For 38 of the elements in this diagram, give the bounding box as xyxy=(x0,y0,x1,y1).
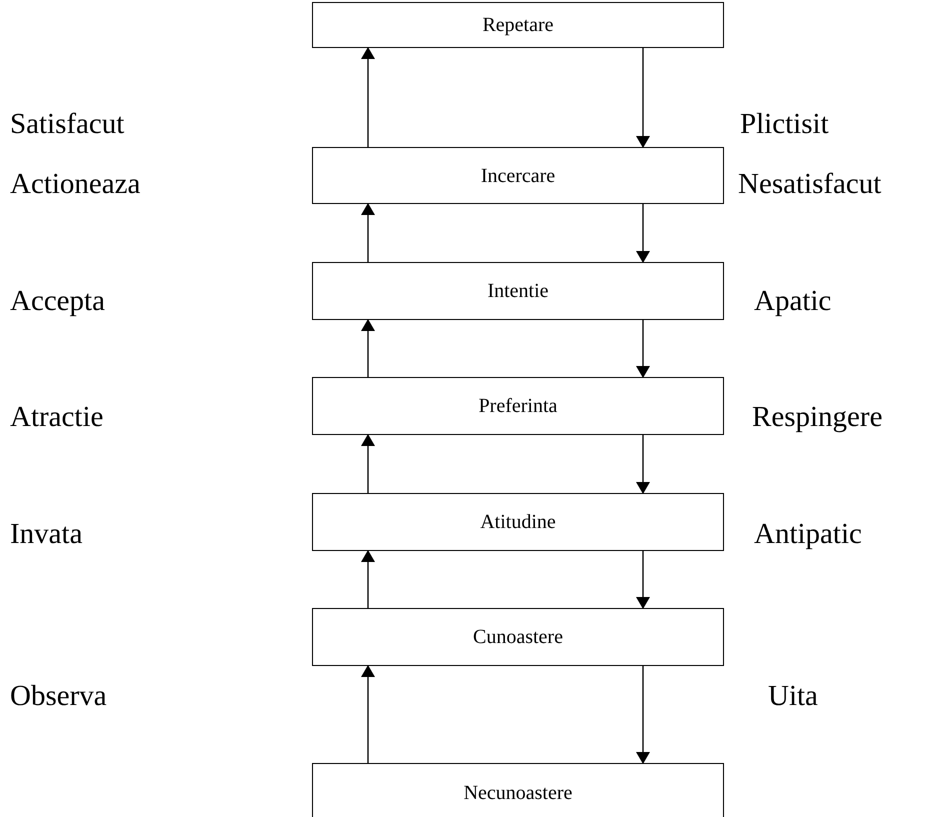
state-label: Uita xyxy=(768,682,818,711)
stage-label: Repetare xyxy=(482,13,554,38)
state-label: Plictisit xyxy=(740,110,829,139)
arrow xyxy=(361,203,375,262)
stage-label: Necunoastere xyxy=(464,781,572,806)
arrow xyxy=(361,319,375,377)
arrow xyxy=(636,48,650,148)
stage-label: Atitudine xyxy=(480,510,556,535)
state-label: Nesatisfacut xyxy=(738,170,882,199)
stage-box xyxy=(312,608,724,666)
state-label: Invata xyxy=(10,520,82,549)
stage-box xyxy=(312,493,724,551)
arrow xyxy=(636,551,650,609)
state-label: Apatic xyxy=(754,287,832,316)
arrow xyxy=(636,320,650,378)
state-label: Antipatic xyxy=(754,520,862,549)
state-label: Atractie xyxy=(10,403,104,432)
arrow xyxy=(361,434,375,493)
stage-box xyxy=(312,377,724,435)
arrow xyxy=(361,47,375,147)
stage-label: Intentie xyxy=(487,279,549,304)
stage-label: Preferinta xyxy=(478,394,558,419)
state-label: Satisfacut xyxy=(10,110,124,139)
state-label: Observa xyxy=(10,682,107,711)
arrow xyxy=(636,204,650,263)
arrow xyxy=(636,666,650,764)
stage-box xyxy=(312,2,724,48)
stage-box xyxy=(312,147,724,204)
state-label: Accepta xyxy=(10,287,105,316)
stage-label: Incercare xyxy=(480,164,556,188)
stage-box xyxy=(312,763,724,817)
arrow xyxy=(361,550,375,608)
arrow xyxy=(361,665,375,763)
stage-label: Cunoastere xyxy=(473,625,563,650)
state-label: Respingere xyxy=(752,403,882,432)
stage-box xyxy=(312,262,724,320)
state-label: Actioneaza xyxy=(10,170,140,199)
arrow xyxy=(636,435,650,494)
